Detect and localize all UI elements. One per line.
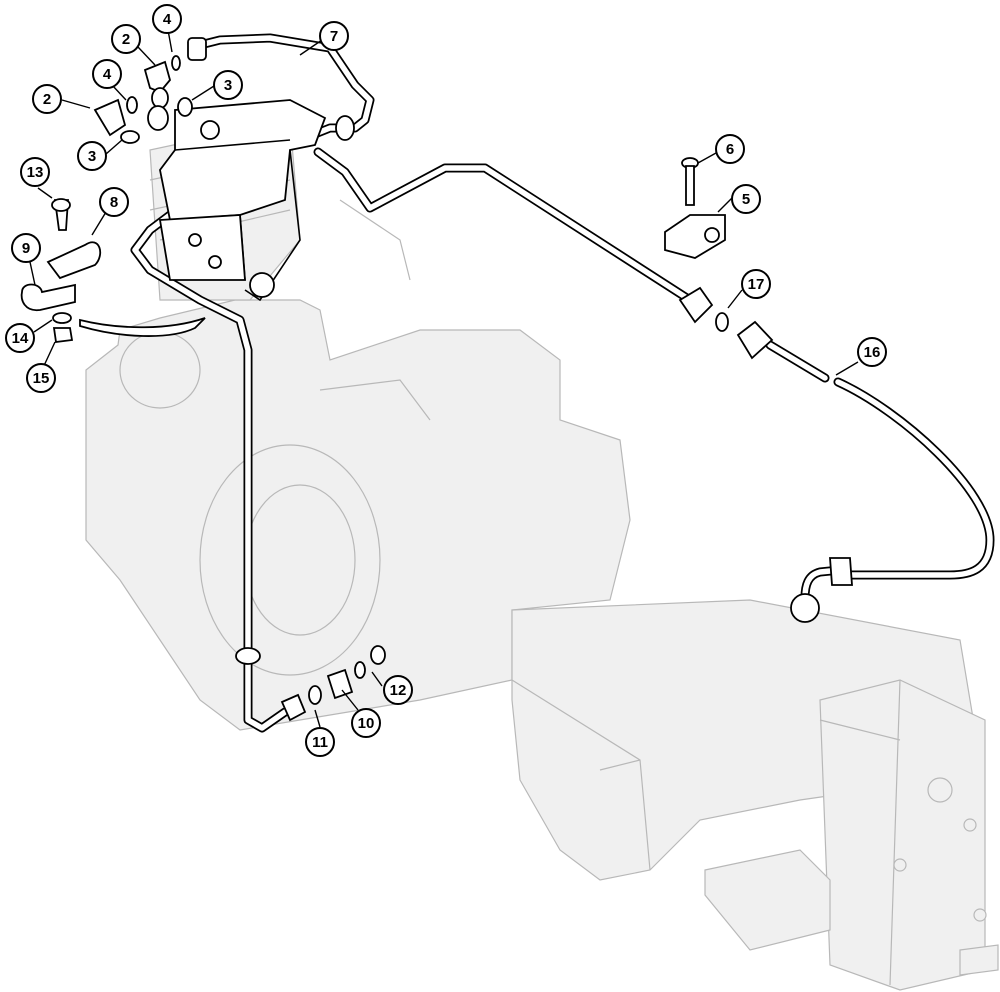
svg-text:16: 16 xyxy=(864,344,881,361)
clamp-assembly xyxy=(20,198,206,344)
control-valve xyxy=(158,99,327,302)
callout-2-top: 2 xyxy=(111,24,141,54)
hose-fitting xyxy=(736,320,774,360)
svg-text:8: 8 xyxy=(110,194,118,211)
callout-7: 7 xyxy=(319,21,349,51)
callout-4-top: 4 xyxy=(152,4,182,34)
adapter-fitting xyxy=(187,37,207,61)
hose-16 xyxy=(765,340,995,603)
elbow-2b xyxy=(93,98,127,137)
bolt-6 xyxy=(685,165,695,206)
elbow-2a xyxy=(143,60,171,94)
fittings-top xyxy=(93,37,355,144)
svg-text:12: 12 xyxy=(390,682,407,699)
svg-text:4: 4 xyxy=(103,66,112,83)
callout-9: 9 xyxy=(11,233,41,263)
callout-5: 5 xyxy=(731,184,761,214)
o-ring-12 xyxy=(370,645,386,665)
svg-text:11: 11 xyxy=(312,734,328,751)
svg-text:10: 10 xyxy=(358,715,375,732)
callout-12: 12 xyxy=(383,675,413,705)
o-ring-11 xyxy=(308,685,322,705)
tube-long xyxy=(313,147,695,305)
direction-arrow xyxy=(79,317,206,337)
callout-3-left: 3 xyxy=(77,141,107,171)
callout-4-left: 4 xyxy=(92,59,122,89)
clamp-block-5 xyxy=(664,214,726,259)
callout-17: 17 xyxy=(741,269,771,299)
fittings-bottom xyxy=(235,645,386,722)
svg-text:9: 9 xyxy=(22,240,30,257)
tube-nut-end xyxy=(280,693,307,722)
svg-text:2: 2 xyxy=(43,91,51,108)
svg-text:15: 15 xyxy=(33,370,50,387)
o-ring-3a xyxy=(177,97,193,117)
svg-text:7: 7 xyxy=(330,28,338,45)
tube-nut xyxy=(335,115,355,141)
fittings-right xyxy=(678,286,853,623)
callout-6: 6 xyxy=(715,134,745,164)
svg-text:14: 14 xyxy=(12,330,29,347)
svg-text:3: 3 xyxy=(88,148,96,165)
callout-13: 13 xyxy=(20,157,50,187)
svg-text:17: 17 xyxy=(748,276,765,293)
callout-11: 11 xyxy=(305,727,335,757)
o-ring-17 xyxy=(715,312,729,332)
adapter-10 xyxy=(326,668,354,700)
nut-15 xyxy=(52,327,74,344)
svg-text:2: 2 xyxy=(122,31,130,48)
callout-2-left: 2 xyxy=(32,84,62,114)
svg-text:5: 5 xyxy=(742,191,750,208)
svg-text:13: 13 xyxy=(27,164,44,181)
callout-16: 16 xyxy=(857,337,887,367)
svg-text:4: 4 xyxy=(163,11,172,28)
callout-8: 8 xyxy=(99,187,129,217)
callout-15: 15 xyxy=(26,363,56,393)
tube-nut-right xyxy=(678,286,714,324)
callout-14: 14 xyxy=(5,323,35,353)
o-ring-4a xyxy=(171,55,181,71)
clamp-8 xyxy=(46,241,102,280)
svg-text:6: 6 xyxy=(726,141,734,158)
washer-14 xyxy=(52,312,72,324)
hose-ferrule xyxy=(829,557,853,586)
leader-lines xyxy=(29,29,859,728)
o-ring-3b xyxy=(120,130,140,144)
svg-text:3: 3 xyxy=(224,77,232,94)
hose-nut xyxy=(790,593,820,623)
clamp-block-assembly xyxy=(664,157,726,259)
clamp-9 xyxy=(20,283,76,312)
callout-3-top: 3 xyxy=(213,70,243,100)
callout-10: 10 xyxy=(351,708,381,738)
o-ring-4b xyxy=(126,96,138,114)
tube-nut-lower xyxy=(235,647,261,665)
